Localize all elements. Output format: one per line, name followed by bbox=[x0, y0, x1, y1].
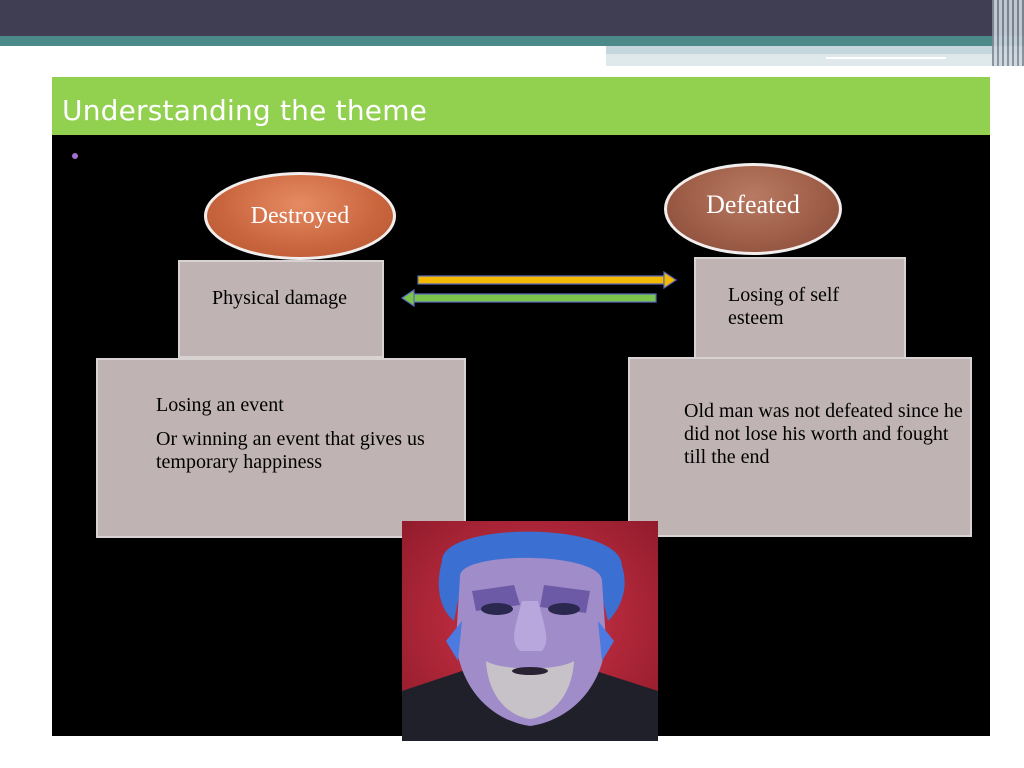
header-edge-stripes bbox=[992, 0, 1024, 66]
defeated-label: Defeated bbox=[706, 190, 800, 219]
right-arrow-icon bbox=[417, 270, 678, 290]
content-panel: Losing an event Or winning an event that… bbox=[52, 135, 990, 741]
defeated-oval: Defeated bbox=[664, 163, 842, 255]
destroyed-label: Destroyed bbox=[250, 202, 350, 229]
left-arrow-icon bbox=[400, 288, 657, 308]
losing-event-box: Losing an event Or winning an event that… bbox=[96, 358, 466, 538]
header-band-light bbox=[606, 46, 1024, 54]
losing-event-line: Losing an event bbox=[156, 394, 284, 416]
bullet-dot-icon bbox=[72, 153, 78, 159]
old-man-box: Old man was not defeated since he did no… bbox=[628, 357, 972, 537]
winning-event-line: Or winning an event that gives us tempor… bbox=[156, 428, 425, 473]
header-divider-line bbox=[826, 57, 946, 59]
old-man-text: Old man was not defeated since he did no… bbox=[684, 400, 963, 468]
destroyed-oval: Destroyed bbox=[204, 172, 396, 260]
double-arrow-icon bbox=[400, 270, 678, 308]
header-band-dark bbox=[0, 0, 1024, 36]
slide-title: Understanding the theme bbox=[62, 94, 428, 127]
header-band-teal bbox=[0, 36, 1024, 46]
header-band-light-lower bbox=[606, 54, 1024, 66]
physical-damage-text: Physical damage bbox=[212, 287, 347, 309]
portrait-painting-icon bbox=[402, 521, 658, 741]
physical-damage-box: Physical damage bbox=[178, 260, 384, 358]
title-bar: Understanding the theme bbox=[52, 77, 990, 135]
self-esteem-box: Losing of self esteem bbox=[694, 257, 906, 359]
self-esteem-text: Losing of self esteem bbox=[728, 284, 840, 329]
